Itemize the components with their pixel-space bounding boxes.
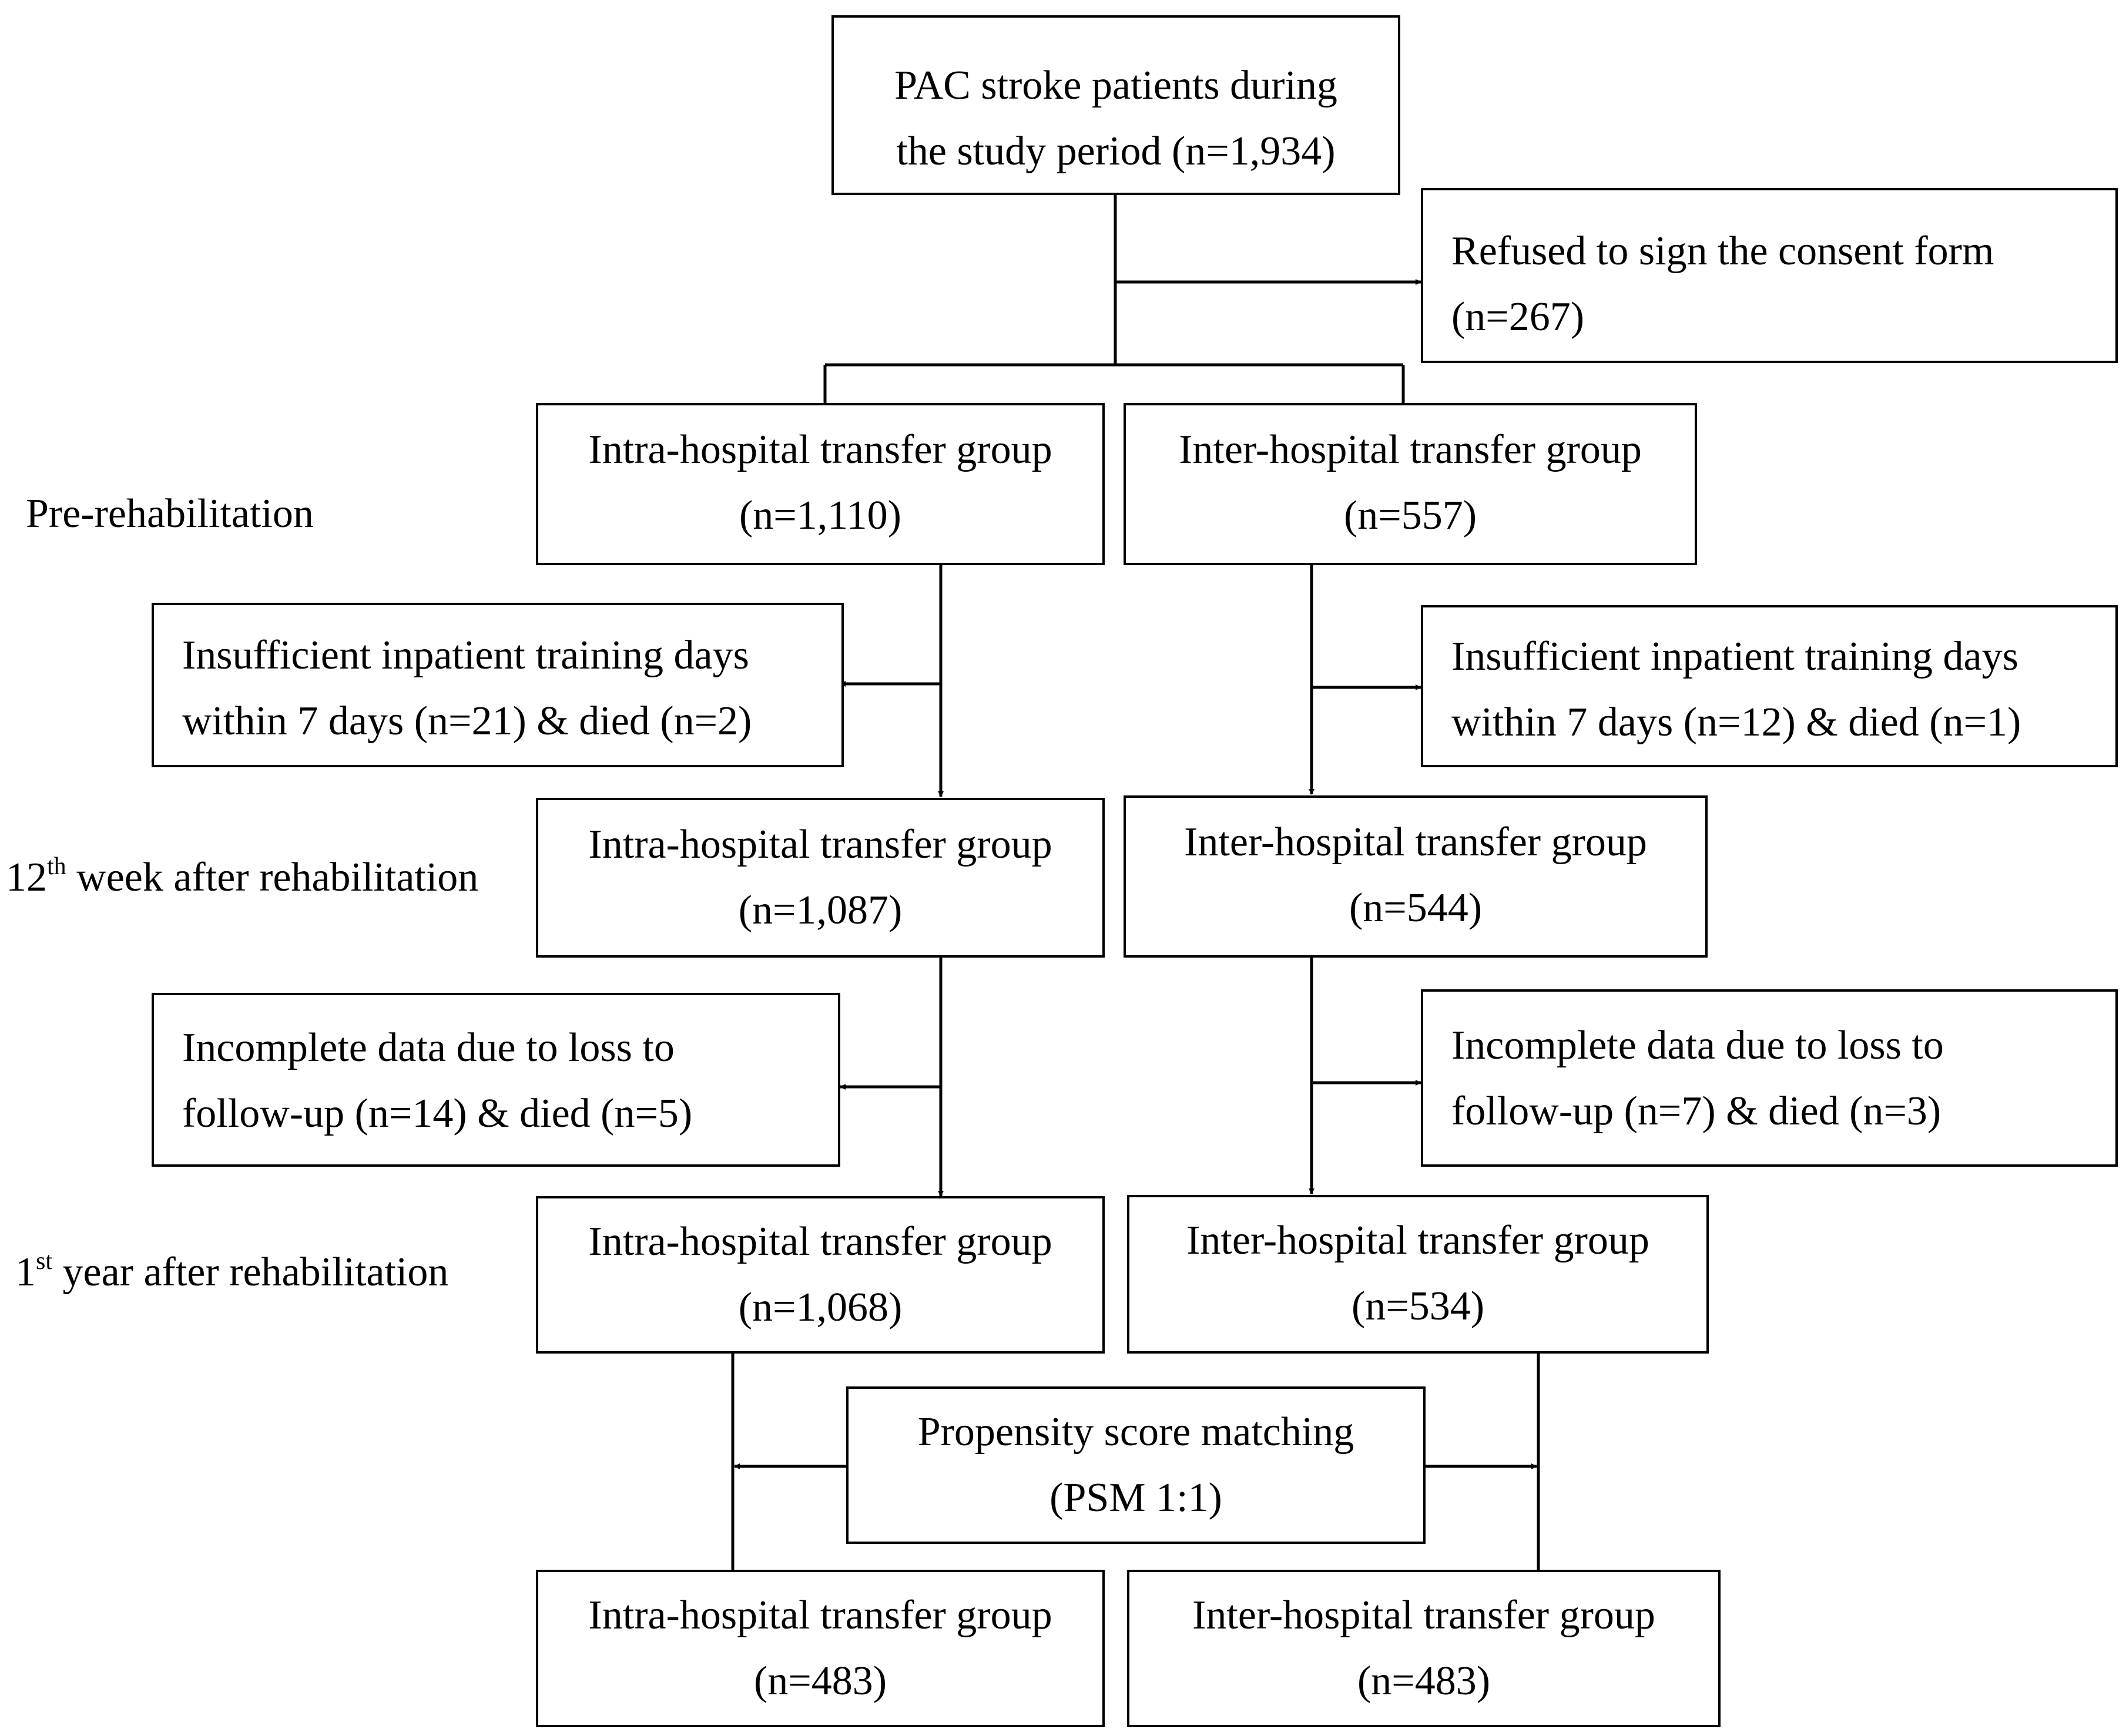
stage-number: 12	[6, 855, 47, 900]
box-line: within 7 days (n=21) & died (n=2)	[182, 699, 752, 744]
stage-suffix: st	[36, 1247, 53, 1275]
box-inter-1st-year: Inter-hospital transfer group (n=534)	[1127, 1195, 1709, 1354]
stage-label-pre-rehabilitation: Pre-rehabilitation	[26, 491, 314, 536]
box-line: Intra-hospital transfer group	[588, 427, 1052, 472]
box-intra-pre: Intra-hospital transfer group (n=1,110)	[536, 403, 1105, 565]
box-line: (n=483)	[1357, 1658, 1491, 1704]
box-inter-exclusion-1: Insufficient inpatient training days wit…	[1421, 605, 2118, 767]
box-line: Inter-hospital transfer group	[1186, 1218, 1649, 1263]
box-line: (n=1,110)	[739, 493, 901, 538]
box-line: Intra-hospital transfer group	[588, 822, 1052, 867]
box-line: Insufficient inpatient training days	[1451, 634, 2018, 679]
stage-text: week after rehabilitation	[66, 855, 479, 900]
stage-suffix: th	[47, 852, 66, 880]
box-intra-exclusion-1: Insufficient inpatient training days wit…	[152, 603, 844, 767]
box-line: (n=483)	[753, 1658, 887, 1704]
box-line: (n=267)	[1451, 294, 1585, 340]
box-line: Incomplete data due to loss to	[182, 1025, 675, 1070]
box-line: (n=534)	[1351, 1284, 1485, 1329]
box-refused: Refused to sign the consent form (n=267)	[1421, 188, 2118, 363]
box-line: (n=1,068)	[738, 1285, 903, 1330]
box-intra-final: Intra-hospital transfer group (n=483)	[536, 1570, 1105, 1727]
box-line: the study period (n=1,934)	[896, 129, 1336, 174]
box-line: Inter-hospital transfer group	[1184, 820, 1647, 865]
box-line: (n=1,087)	[738, 888, 903, 933]
box-intra-exclusion-2: Incomplete data due to loss to follow-up…	[152, 993, 840, 1167]
box-inter-12th-week: Inter-hospital transfer group (n=544)	[1124, 795, 1708, 958]
box-line: Insufficient inpatient training days	[182, 633, 749, 678]
stage-label-12th-week: 12th week after rehabilitation	[6, 854, 478, 901]
box-line: Inter-hospital transfer group	[1179, 427, 1642, 472]
box-inter-pre: Inter-hospital transfer group (n=557)	[1124, 403, 1697, 565]
box-line: Propensity score matching	[917, 1409, 1354, 1455]
box-intra-12th-week: Intra-hospital transfer group (n=1,087)	[536, 798, 1105, 958]
box-line: follow-up (n=14) & died (n=5)	[182, 1091, 693, 1136]
box-line: (n=557)	[1343, 493, 1477, 538]
box-line: Intra-hospital transfer group	[588, 1219, 1052, 1264]
box-inter-exclusion-2: Incomplete data due to loss to follow-up…	[1421, 989, 2118, 1167]
stage-number: 1	[15, 1250, 36, 1295]
box-line: Inter-hospital transfer group	[1192, 1593, 1655, 1638]
box-enrolled: PAC stroke patients during the study per…	[831, 15, 1400, 195]
box-line: follow-up (n=7) & died (n=3)	[1451, 1089, 1941, 1134]
stage-label-1st-year: 1st year after rehabilitation	[15, 1249, 448, 1296]
stage-text: year after rehabilitation	[52, 1250, 449, 1295]
box-line: PAC stroke patients during	[894, 63, 1337, 108]
box-line: within 7 days (n=12) & died (n=1)	[1451, 700, 2021, 745]
box-line: Refused to sign the consent form	[1451, 229, 1994, 274]
box-intra-1st-year: Intra-hospital transfer group (n=1,068)	[536, 1196, 1105, 1354]
box-propensity-score-matching: Propensity score matching (PSM 1:1)	[846, 1386, 1426, 1544]
box-line: (n=544)	[1349, 885, 1483, 931]
box-line: Intra-hospital transfer group	[588, 1593, 1052, 1638]
box-line: Incomplete data due to loss to	[1451, 1023, 1944, 1068]
box-inter-final: Inter-hospital transfer group (n=483)	[1127, 1570, 1721, 1727]
box-line: (PSM 1:1)	[1049, 1475, 1222, 1520]
